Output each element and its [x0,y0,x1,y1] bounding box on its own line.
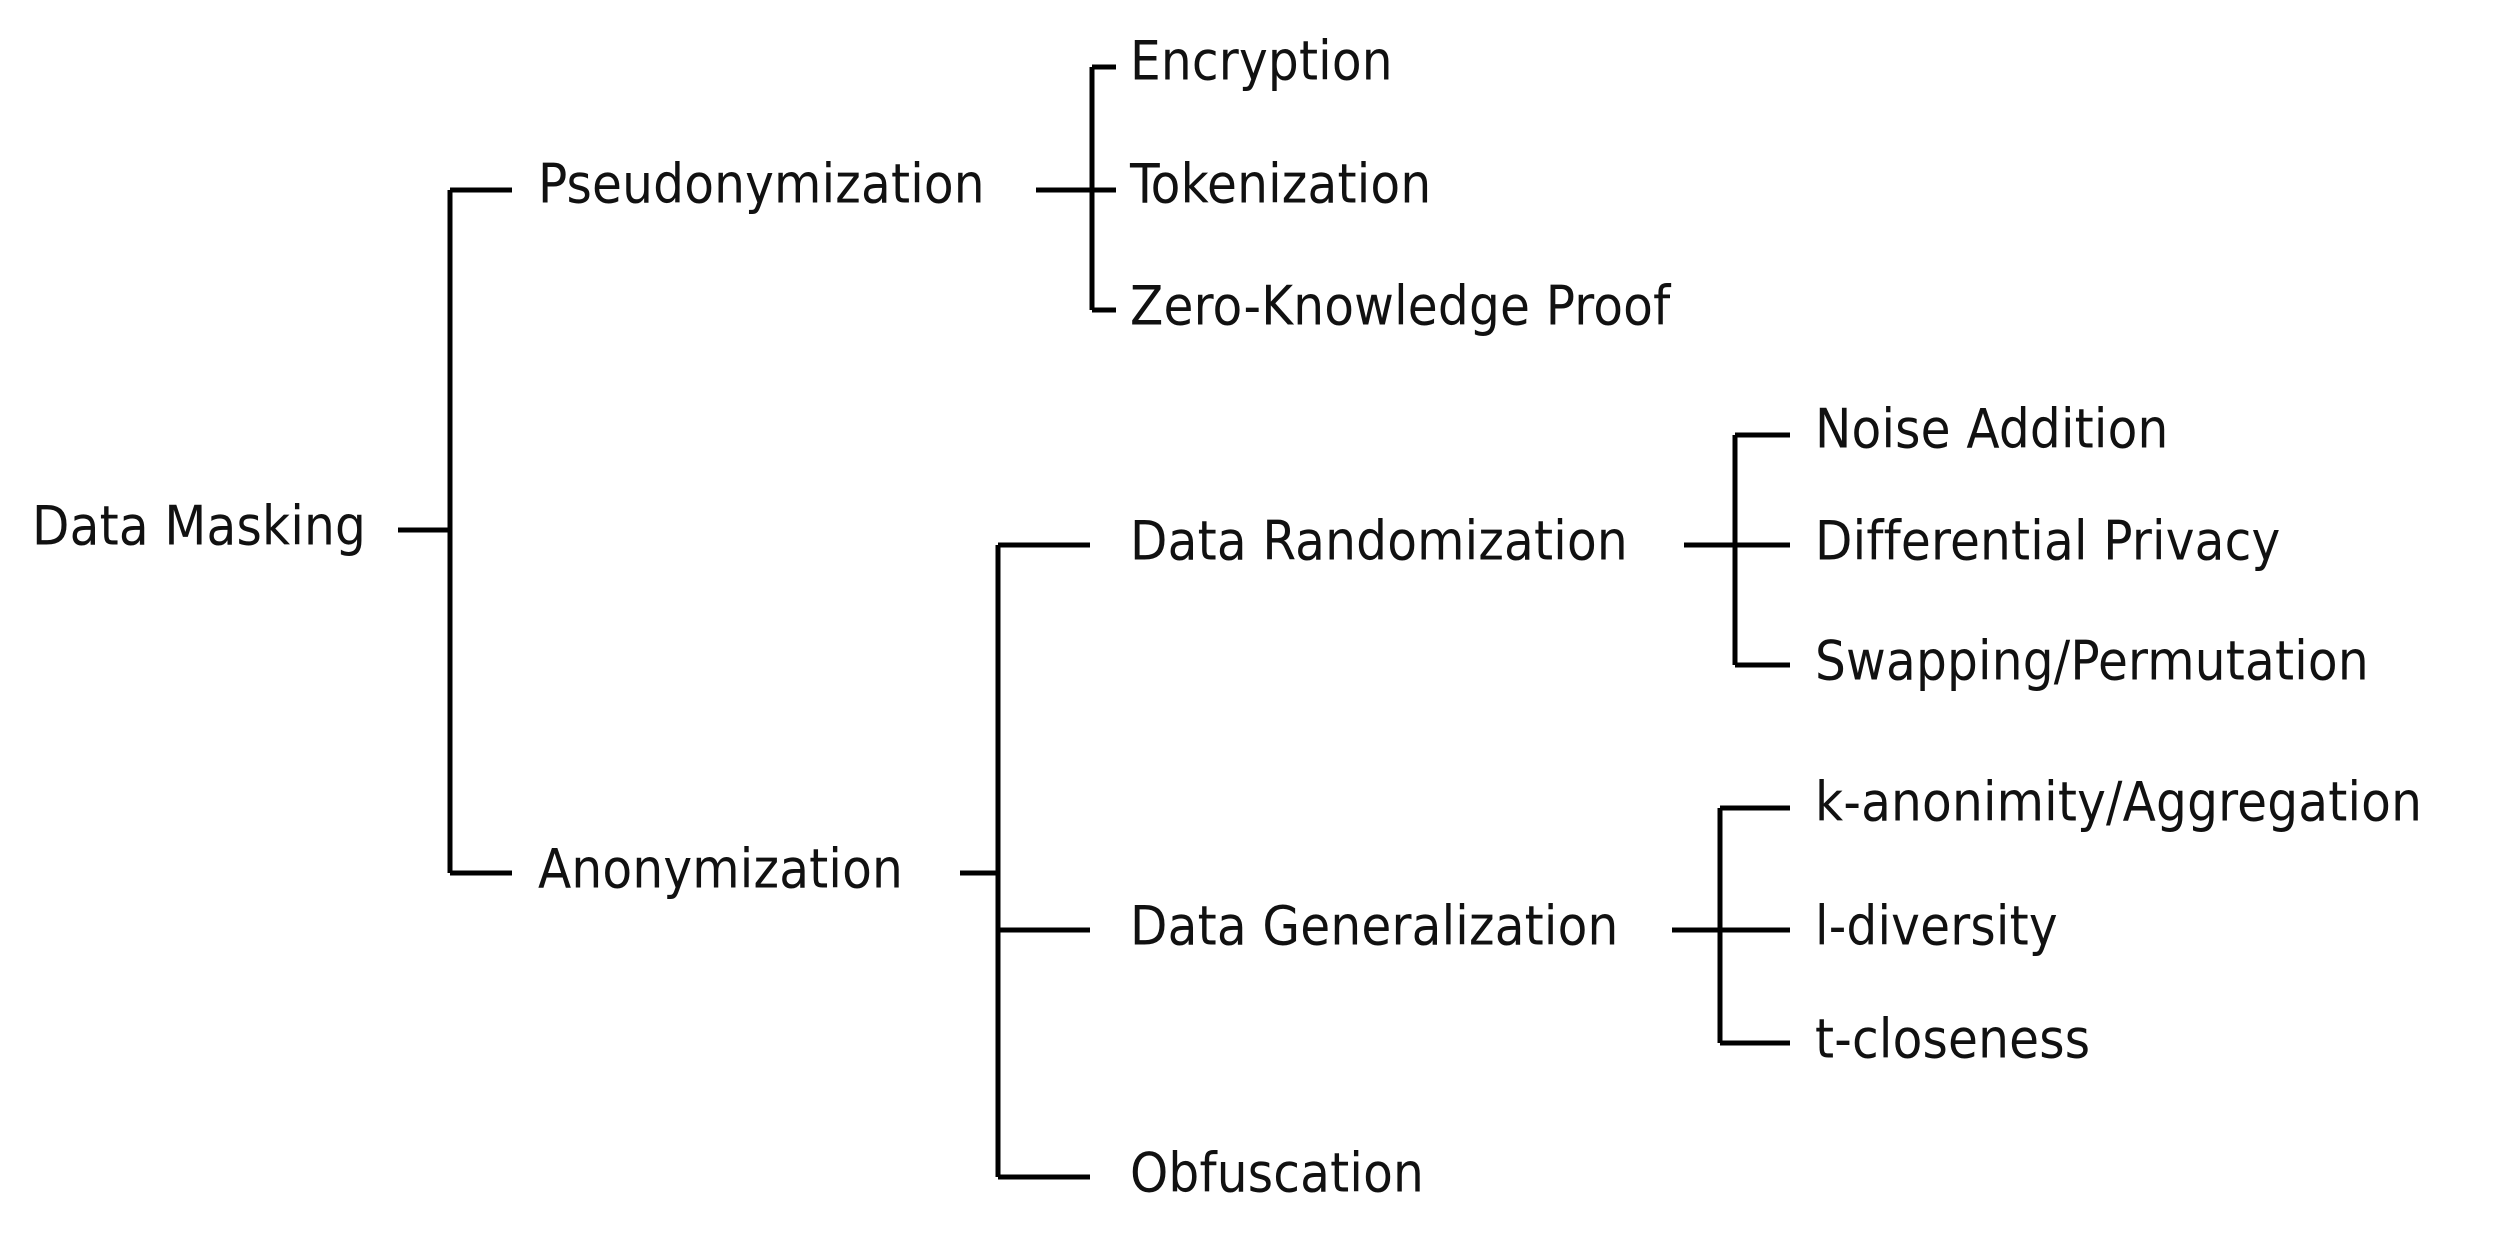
node-label-tokenization[interactable]: Tokenization [1129,153,1431,216]
node-label-differential-privacy[interactable]: Differential Privacy [1815,510,2280,573]
node-label-zero-knowledge-proof[interactable]: Zero-Knowledge Proof [1130,275,1672,338]
node-label-t-closeness[interactable]: t-closeness [1815,1008,2090,1071]
node-label-data-masking[interactable]: Data Masking [32,495,366,558]
node-label-k-anonimity-aggregation[interactable]: k-anonimity/Aggregation [1815,771,2422,834]
node-label-obfuscation[interactable]: Obfuscation [1130,1142,1424,1205]
node-label-data-generalization[interactable]: Data Generalization [1130,895,1619,958]
node-label-pseudonymization[interactable]: Pseudonymization [538,153,985,216]
node-label-encryption[interactable]: Encryption [1130,30,1393,93]
node-label-anonymization[interactable]: Anonymization [538,838,903,901]
node-label-l-diversity[interactable]: l-diversity [1815,895,2058,958]
node-label-swapping-permutation[interactable]: Swapping/Permutation [1815,630,2369,693]
node-label-data-randomization[interactable]: Data Randomization [1130,510,1628,573]
node-label-noise-addition[interactable]: Noise Addition [1815,398,2169,461]
